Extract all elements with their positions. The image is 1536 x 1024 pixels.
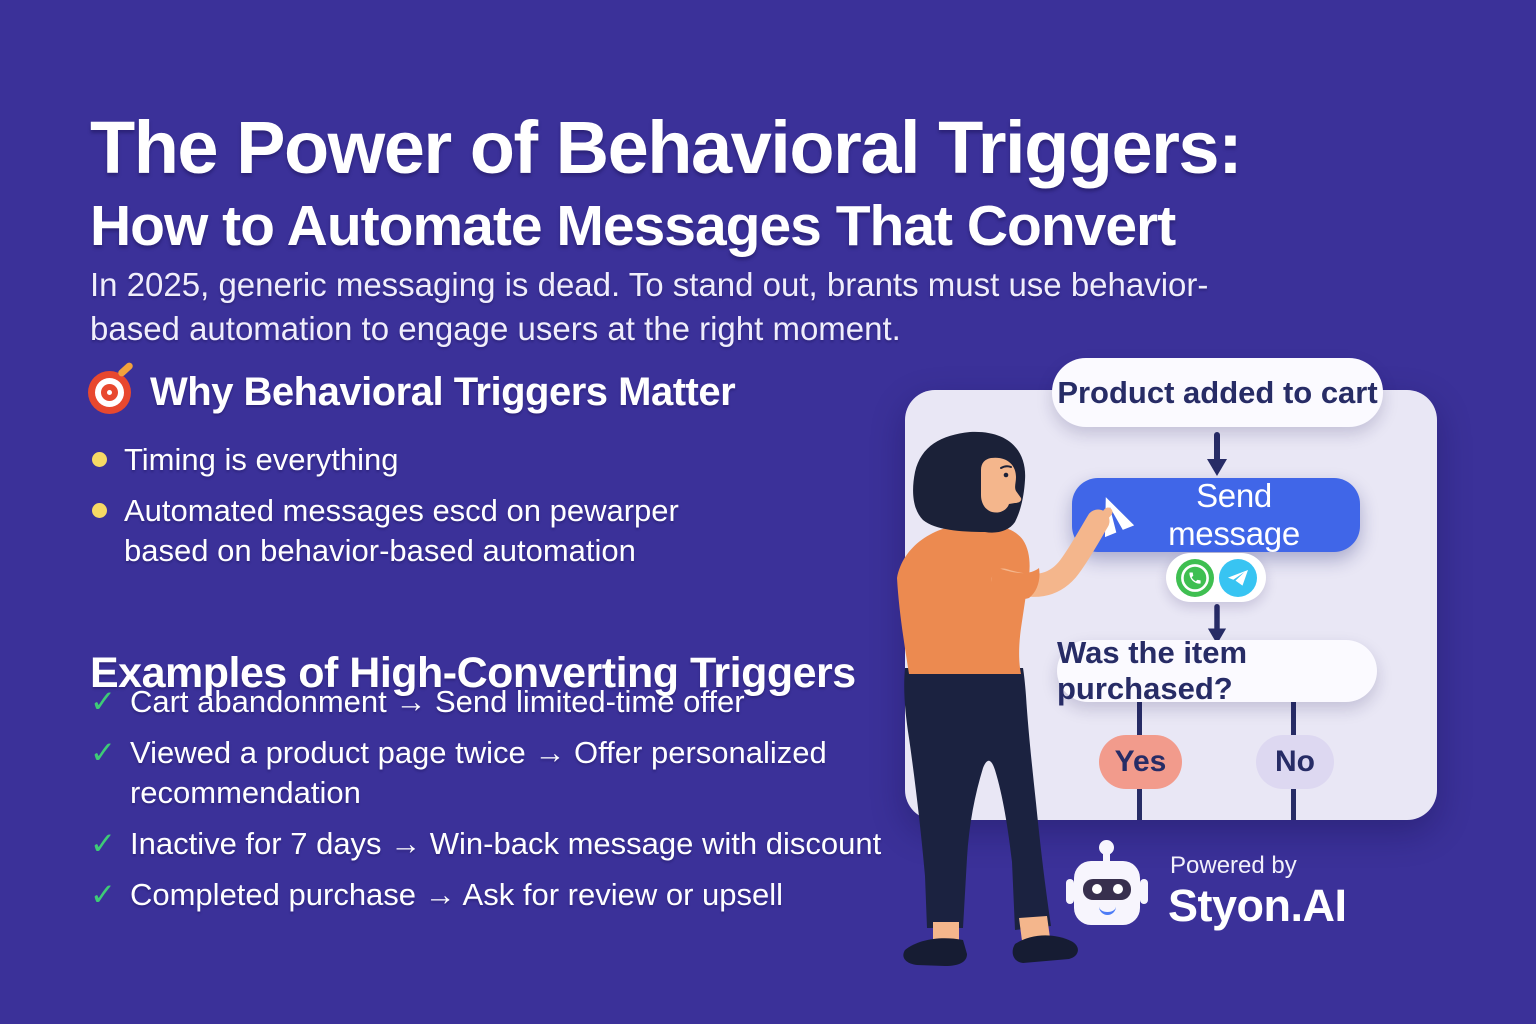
checkmark-icon: ✓ <box>90 877 116 912</box>
woman-eyebrow <box>1000 465 1012 469</box>
example-text: Completed purchase → Ask for review or u… <box>129 877 783 912</box>
checkmark-icon: ✓ <box>90 735 116 770</box>
no-label: No <box>1275 745 1315 778</box>
list-item: ✓ Inactive for 7 days → Win-back message… <box>90 824 930 864</box>
brand-name: Styon.AI <box>1168 880 1347 931</box>
page-title-line1: The Power of Behavioral Triggers: <box>90 105 1243 189</box>
woman-sleeve <box>991 566 1040 600</box>
example-text: Cart abandonment → Send limited-time off… <box>129 684 745 719</box>
flow-arrow-down-icon <box>1207 604 1227 644</box>
powered-by-label: Powered by <box>1170 852 1297 879</box>
bullet-text: Timing is everything <box>124 442 399 477</box>
yes-label: Yes <box>1114 745 1167 778</box>
bullet-text: Automated messages escd on pewarper base… <box>124 493 679 568</box>
flow-arrow-down-icon <box>1207 432 1227 476</box>
intro-line1: In 2025, generic messaging is dead. To s… <box>90 266 1209 303</box>
examples-section-title: Examples of High-Converting Triggers <box>90 649 856 697</box>
examples-list: ✓ Cart abandonment → Send limited-time o… <box>90 682 930 926</box>
woman-shoe <box>903 938 967 966</box>
woman-eye <box>1003 472 1009 478</box>
woman-ankle <box>1019 916 1050 941</box>
woman-shoe <box>1012 935 1078 963</box>
why-section-title: Why Behavioral Triggers Matter <box>150 369 736 414</box>
dart-icon <box>116 361 135 378</box>
flow-node-label: Was the item purchased? <box>1057 635 1248 706</box>
target-icon <box>86 361 135 416</box>
intro-line2: based automation to engage users at the … <box>90 310 901 347</box>
list-item: Timing is everything <box>92 440 732 480</box>
list-item: Automated messages escd on pewarper base… <box>92 491 732 571</box>
list-item: ✓ Cart abandonment → Send limited-time o… <box>90 682 930 722</box>
bullet-dot-icon <box>92 452 107 467</box>
channel-icons-pill <box>1166 553 1266 602</box>
woman-face <box>981 457 1022 513</box>
send-message-label: Send message <box>1168 477 1300 552</box>
yes-pill[interactable]: Yes <box>1099 735 1182 789</box>
paper-plane-icon <box>1104 497 1135 538</box>
telegram-icon[interactable] <box>1218 558 1257 597</box>
checkmark-icon: ✓ <box>90 826 116 861</box>
woman-pants <box>904 668 1051 930</box>
no-pill[interactable]: No <box>1256 735 1334 789</box>
woman-shirt <box>897 522 1030 674</box>
flow-node-question: Was the item purchased? <box>1057 635 1377 706</box>
example-text: Inactive for 7 days → Win-back message w… <box>129 826 882 861</box>
why-bullet-list: Timing is everything Automated messages … <box>92 440 732 582</box>
flow-node-product-added: Product added to cart <box>1052 358 1383 427</box>
why-section-header: Why Behavioral Triggers Matter <box>86 361 736 416</box>
list-item: ✓ Completed purchase → Ask for review or… <box>90 875 930 915</box>
flow-node-label: Product added to cart <box>1057 374 1378 410</box>
page-title-line2: How to Automate Messages That Convert <box>90 194 1176 259</box>
woman-finger <box>1086 507 1113 537</box>
whatsapp-icon[interactable] <box>1175 558 1214 597</box>
send-message-button[interactable]: Send message <box>1072 477 1360 552</box>
checkmark-icon: ✓ <box>90 684 116 719</box>
robot-icon <box>1066 840 1148 930</box>
intro-text: In 2025, generic messaging is dead. To s… <box>90 263 1208 351</box>
list-item: ✓ Viewed a product page twice → Offer pe… <box>90 733 930 813</box>
woman-illustration <box>897 431 1113 966</box>
bullet-dot-icon <box>92 503 107 518</box>
example-text: Viewed a product page twice → Offer pers… <box>129 735 827 810</box>
